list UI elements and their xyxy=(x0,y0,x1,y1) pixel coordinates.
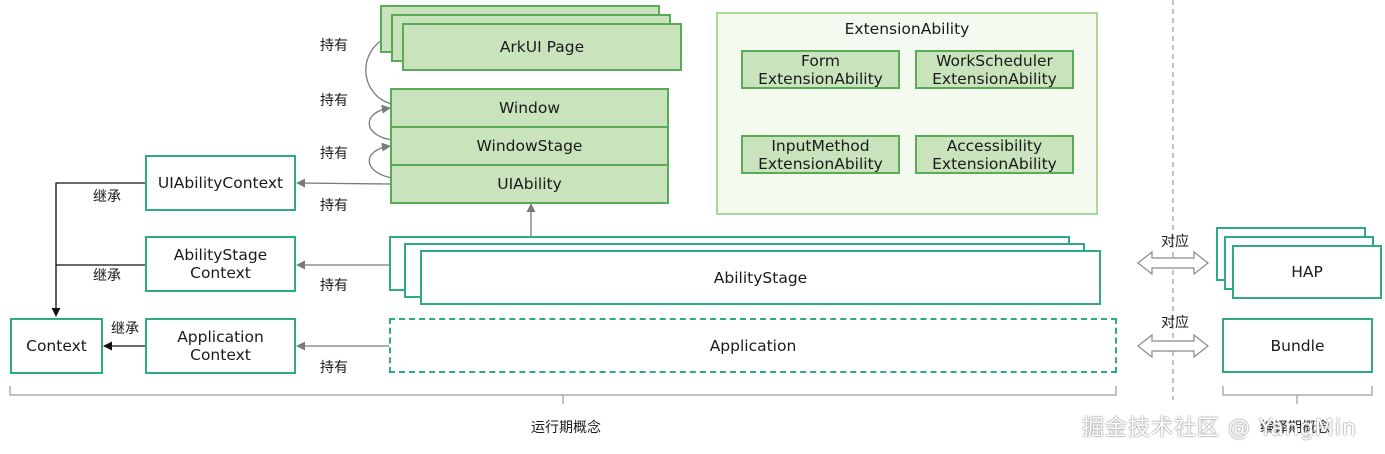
double-arrow-hap xyxy=(1137,250,1209,276)
arrow-uiability-context xyxy=(296,178,391,188)
window-node[interactable]: Window xyxy=(390,88,669,128)
watermark-text: 掘金技术社区 @ YangMin xyxy=(1082,416,1357,441)
double-arrow-bundle xyxy=(1137,333,1209,359)
compile-concept-label: 编译期概念 xyxy=(1260,420,1330,436)
application-node[interactable]: Application xyxy=(389,318,1117,373)
uiability-node[interactable]: UIAbility xyxy=(390,164,669,204)
hold-curve-ability-to-stage xyxy=(368,142,393,179)
workscheduler-extensionability-node[interactable]: WorkScheduler ExtensionAbility xyxy=(915,50,1074,89)
compile-brace xyxy=(1222,386,1373,404)
runtime-concept-label: 运行期概念 xyxy=(531,420,601,436)
extensionability-container: ExtensionAbility xyxy=(716,12,1098,215)
correspond-label-hap: 对应 xyxy=(1161,234,1189,250)
correspond-label-bundle: 对应 xyxy=(1161,315,1189,331)
inputmethod-extensionability-node[interactable]: InputMethod ExtensionAbility xyxy=(741,135,900,174)
abilitystage-node[interactable]: AbilityStage xyxy=(420,250,1101,305)
arkui-page-node[interactable]: ArkUI Page xyxy=(402,23,682,71)
form-extensionability-node[interactable]: Form ExtensionAbility xyxy=(741,50,900,89)
uiabilitycontext-node[interactable]: UIAbilityContext xyxy=(145,155,296,211)
inherit-label-abilitystagecontext: 继承 xyxy=(93,268,121,284)
inherit-line-uiabilitycontext xyxy=(51,182,146,317)
hold-label-page: 持有 xyxy=(320,38,348,54)
inherit-label-uiabilitycontext: 继承 xyxy=(93,189,121,205)
hold-label-windowstage: 持有 xyxy=(320,146,348,162)
extensionability-title: ExtensionAbility xyxy=(844,20,970,38)
hold-label-abilitystage: 持有 xyxy=(320,278,348,294)
hold-curve-stage-to-window xyxy=(368,104,393,141)
hold-label-application: 持有 xyxy=(320,360,348,376)
windowstage-node[interactable]: WindowStage xyxy=(390,126,669,166)
accessibility-extensionability-node[interactable]: Accessibility ExtensionAbility xyxy=(915,135,1074,174)
runtime-brace xyxy=(9,386,1117,404)
context-node[interactable]: Context xyxy=(10,318,103,374)
applicationcontext-node[interactable]: Application Context xyxy=(145,318,296,374)
hap-node[interactable]: HAP xyxy=(1232,245,1382,299)
inherit-label-applicationcontext: 继承 xyxy=(111,321,139,337)
hold-label-uiability: 持有 xyxy=(320,198,348,214)
abilitystagecontext-node[interactable]: AbilityStage Context xyxy=(145,236,296,292)
bundle-node[interactable]: Bundle xyxy=(1222,318,1373,373)
hold-label-window: 持有 xyxy=(320,93,348,109)
